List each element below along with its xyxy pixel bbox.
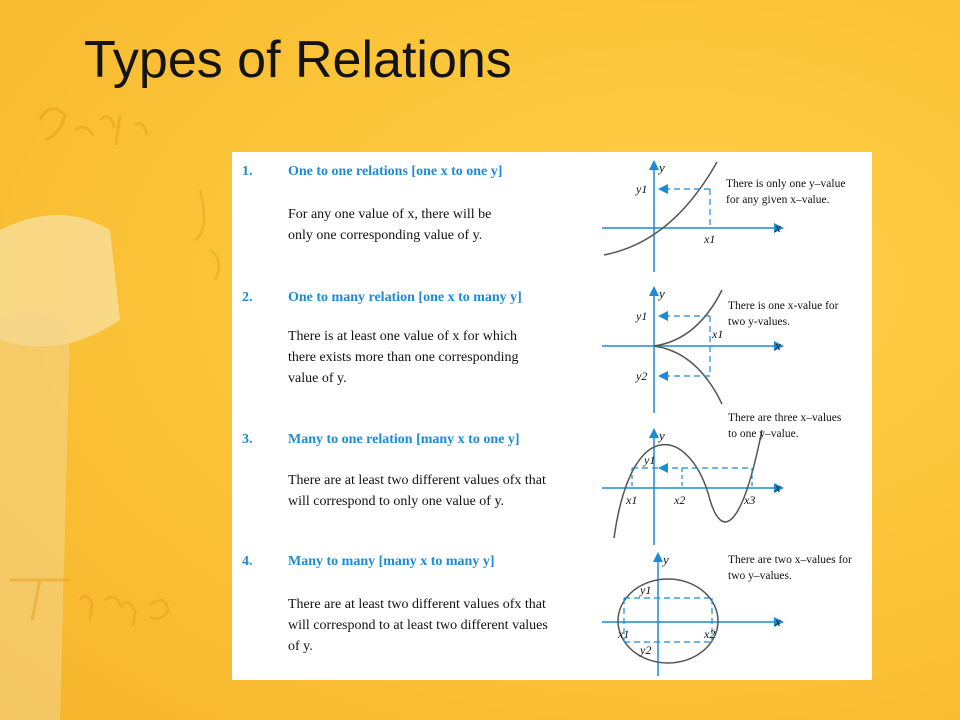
graph-svg: x y y1 x1 y2	[602, 286, 784, 413]
svg-text:y2: y2	[639, 643, 651, 657]
relation-number: 3.	[242, 432, 253, 447]
relation-many-to-one: 3. Many to one relation [many x to one y…	[232, 412, 872, 550]
relation-description: There are at least two different values …	[288, 473, 546, 509]
svg-text:x1: x1	[617, 627, 629, 641]
svg-text:y: y	[657, 428, 665, 443]
svg-text:y1: y1	[635, 182, 647, 196]
relation-many-to-many: 4. Many to many [many x to many y] There…	[232, 542, 872, 680]
relation-heading: Many to one relation [many x to one y]	[288, 432, 520, 447]
relation-number: 4.	[242, 554, 253, 569]
graph-many-to-many: x y y1 x1 x2 y2 There are two x–values f…	[592, 542, 872, 680]
relation-one-to-one: 1. One to one relations [one x to one y]…	[232, 152, 872, 282]
relation-description: There are at least two different values …	[288, 597, 548, 654]
svg-text:x2: x2	[703, 627, 715, 641]
relation-description: There is at least one value of x for whi…	[288, 329, 519, 386]
svg-text:y1: y1	[639, 583, 651, 597]
svg-text:y1: y1	[643, 453, 655, 467]
relation-note: There is only one y–value for any given …	[726, 178, 846, 206]
svg-text:y: y	[657, 286, 665, 301]
relation-number: 2.	[242, 290, 253, 305]
svg-text:y1: y1	[635, 309, 647, 323]
svg-text:x: x	[774, 480, 781, 495]
svg-text:x1: x1	[703, 232, 715, 246]
graph-svg: x y y1 x1	[602, 160, 784, 272]
svg-text:x: x	[774, 220, 781, 235]
graph-svg: x y y1 x1 x2 y2	[602, 552, 784, 676]
graph-svg: x y y1 x1 x2 x3	[602, 428, 784, 545]
relation-note: There is one x-value for two y-values.	[728, 300, 839, 328]
relation-heading: One to many relation [one x to many y]	[288, 290, 522, 305]
relation-description: For any one value of x, there will be on…	[288, 207, 492, 243]
relations-figure: 1. One to one relations [one x to one y]…	[232, 152, 872, 680]
slide-title: Types of Relations	[84, 31, 512, 89]
svg-text:x: x	[774, 614, 781, 629]
svg-text:y2: y2	[635, 369, 647, 383]
svg-text:x: x	[774, 338, 781, 353]
svg-text:x1: x1	[711, 327, 723, 341]
relation-heading: Many to many [many x to many y]	[288, 554, 495, 569]
relation-number: 1.	[242, 164, 253, 179]
svg-text:x1: x1	[625, 493, 637, 507]
relation-heading: One to one relations [one x to one y]	[288, 164, 503, 179]
svg-text:y: y	[661, 552, 669, 567]
svg-text:y: y	[657, 160, 665, 175]
relation-one-to-many: 2. One to many relation [one x to many y…	[232, 278, 872, 413]
graph-many-to-one: x y y1 x1 x2 x3 There are three x–values…	[592, 412, 872, 550]
graph-one-to-many: x y y1 x1 y2 There is one x-value for tw…	[592, 278, 872, 413]
relation-note: There are three x–values to one y–value.	[728, 412, 842, 440]
svg-text:x3: x3	[743, 493, 755, 507]
graph-one-to-one: x y y1 x1 There is only one y–value for …	[592, 152, 872, 282]
svg-text:x2: x2	[673, 493, 685, 507]
relation-note: There are two x–values for two y–values.	[728, 554, 852, 582]
